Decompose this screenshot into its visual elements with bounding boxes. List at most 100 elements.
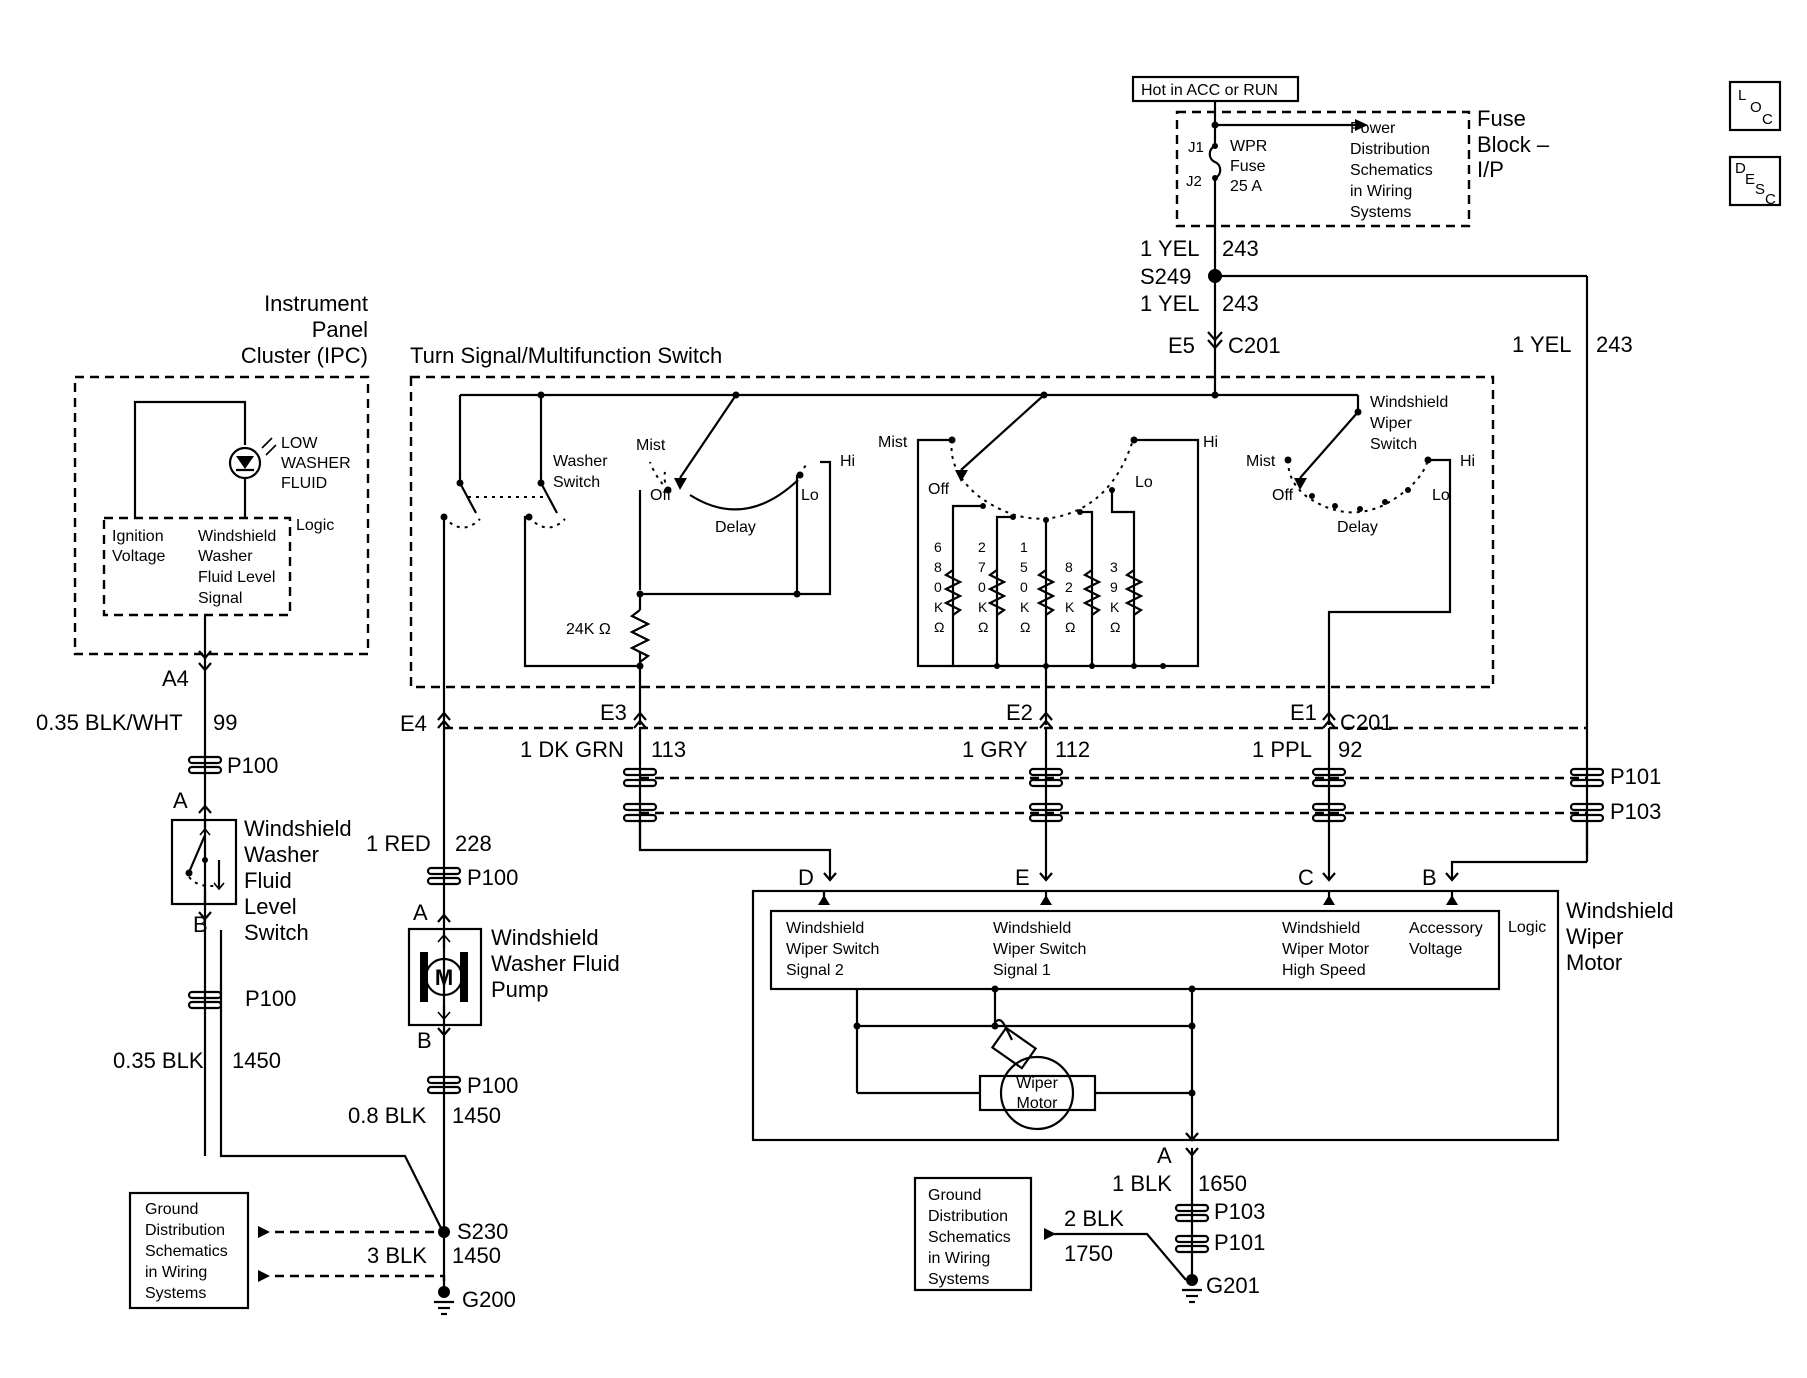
diagram-label: Hi <box>1460 453 1475 470</box>
diagram-label: Accessory <box>1409 920 1483 937</box>
diagram-label: Switch <box>553 474 600 491</box>
connector-p100-1 <box>187 755 223 775</box>
diagram-label: 92 <box>1338 737 1362 762</box>
diagram-label: 228 <box>455 831 492 856</box>
diagram-label: Voltage <box>1409 941 1462 958</box>
diagram-label: Block – <box>1477 132 1550 157</box>
ground-distribution-ref-2[interactable]: Ground Distribution Schematics in Wiring… <box>913 1176 1033 1292</box>
ground-distribution-ref-1[interactable]: Ground Distribution Schematics in Wiring… <box>128 1191 250 1310</box>
diagram-label: Hot in ACC or RUN <box>1141 82 1278 99</box>
diagram-label: 113 <box>651 737 686 762</box>
diagram-label: Distribution <box>928 1208 1008 1225</box>
power-distribution-ref[interactable]: Power Distribution Schematics in Wiring … <box>1350 120 1433 221</box>
diagram-label: E4 <box>400 711 427 736</box>
diagram-label: 1650 <box>1198 1171 1247 1196</box>
wiper-motor-high-speed-input: Windshield Wiper Motor High Speed <box>1282 920 1370 979</box>
diagram-label: 243 <box>1596 332 1633 357</box>
diagram-label: 1 YEL <box>1140 236 1200 261</box>
diagram-label: G201 <box>1206 1273 1260 1298</box>
diagram-label: Systems <box>928 1271 989 1288</box>
diagram-label: Logic <box>296 517 334 534</box>
diagram-label: K <box>1065 599 1075 615</box>
diagram-label: 3 <box>1110 559 1118 575</box>
diagram-label: Cluster (IPC) <box>241 343 368 368</box>
connector-p101-ground <box>1174 1234 1210 1254</box>
diagram-label: Instrument <box>264 291 368 316</box>
accessory-voltage-input: Accessory Voltage <box>1409 920 1483 958</box>
loc-icon[interactable]: L O C <box>1728 80 1782 132</box>
diagram-label: P103 <box>1214 1199 1265 1224</box>
diagram-label: WASHER <box>281 455 351 472</box>
diagram-label: 0.35 BLK <box>113 1048 204 1073</box>
diagram-label: E <box>1745 171 1755 188</box>
diagram-label: Windshield <box>993 920 1071 937</box>
diagram-label: 112 <box>1055 737 1090 762</box>
diagram-label: 1 PPL <box>1252 737 1312 762</box>
ipc-box <box>73 375 370 656</box>
diagram-label: Washer Fluid <box>491 951 620 976</box>
diagram-label: K <box>978 599 988 615</box>
diagram-label: 0 <box>934 579 942 595</box>
diagram-label: Mist <box>636 437 666 454</box>
diagram-label: A <box>413 900 428 925</box>
diagram-label: 25 A <box>1230 178 1262 195</box>
diagram-label: P100 <box>467 865 518 890</box>
diagram-label: S <box>1755 181 1765 198</box>
diagram-label: P100 <box>227 753 278 778</box>
diagram-label: in Wiring <box>928 1250 990 1267</box>
diagram-label: C <box>1765 191 1776 208</box>
diagram-label: Ω <box>1020 619 1030 635</box>
diagram-label: Distribution <box>1350 141 1430 158</box>
diagram-label: LOW <box>281 435 318 452</box>
diagram-label: B <box>1422 865 1437 890</box>
diagram-label: Windshield <box>491 925 599 950</box>
diagram-label: D <box>1735 160 1746 177</box>
diagram-label: 1 RED <box>366 831 431 856</box>
connector-e3 <box>633 711 647 729</box>
diagram-label: in Wiring <box>1350 183 1412 200</box>
diagram-label: in Wiring <box>145 1264 207 1281</box>
diagram-label: Washer <box>244 842 319 867</box>
multifunction-switch-box <box>409 375 1495 689</box>
diagram-label: Windshield <box>1370 394 1448 411</box>
diagram-label: Windshield <box>786 920 864 937</box>
diagram-label: Lo <box>801 487 819 504</box>
low-washer-fluid-led-icon <box>228 437 277 518</box>
diagram-label: 243 <box>1222 236 1259 261</box>
diagram-label: Ground <box>928 1187 981 1204</box>
diagram-label: Schematics <box>145 1243 228 1260</box>
diagram-label: WPR <box>1230 138 1267 155</box>
diagram-label: Fuse <box>1477 106 1526 131</box>
resistor-82k-label: 8 2 K Ω <box>1065 559 1075 635</box>
hot-in-acc-run-label: Hot in ACC or RUN <box>1131 75 1300 103</box>
fluid-level-switch-icon <box>170 818 238 906</box>
diagram-label: J1 <box>1188 139 1204 156</box>
diagram-label: Ignition <box>112 528 164 545</box>
diagram-label: Switch <box>244 920 309 945</box>
diagram-label: P100 <box>467 1073 518 1098</box>
desc-icon[interactable]: D E S C <box>1728 155 1782 208</box>
diagram-label: Wiper <box>1016 1075 1058 1092</box>
diagram-label: A <box>1157 1143 1172 1168</box>
fuse-block-ip: Fuse Block – I/P <box>1175 106 1550 228</box>
diagram-label: Voltage <box>112 548 165 565</box>
diagram-label: Power <box>1350 120 1396 137</box>
diagram-label: E1 <box>1290 700 1317 725</box>
diagram-label: Lo <box>1432 487 1450 504</box>
wpr-fuse-icon <box>1208 143 1222 181</box>
diagram-label: C201 <box>1340 710 1393 735</box>
diagram-label: Lo <box>1135 474 1153 491</box>
wiper-motor-icon <box>978 1018 1097 1131</box>
diagram-label: Motor <box>1017 1095 1059 1112</box>
diagram-label: E5 <box>1168 333 1195 358</box>
resistor-680k-label: 6 8 0 K Ω <box>934 539 944 635</box>
wiper-switch-signal-2-input: Windshield Wiper Switch Signal 2 <box>786 920 879 979</box>
diagram-label: A <box>173 788 188 813</box>
diagram-label: O <box>1750 99 1762 116</box>
diagram-label: P101 <box>1610 764 1661 789</box>
diagram-label: A4 <box>162 666 189 691</box>
diagram-label: M <box>435 965 453 990</box>
diagram-label: Mist <box>878 434 908 451</box>
diagram-label: P101 <box>1214 1230 1265 1255</box>
diagram-label: Washer <box>553 453 608 470</box>
